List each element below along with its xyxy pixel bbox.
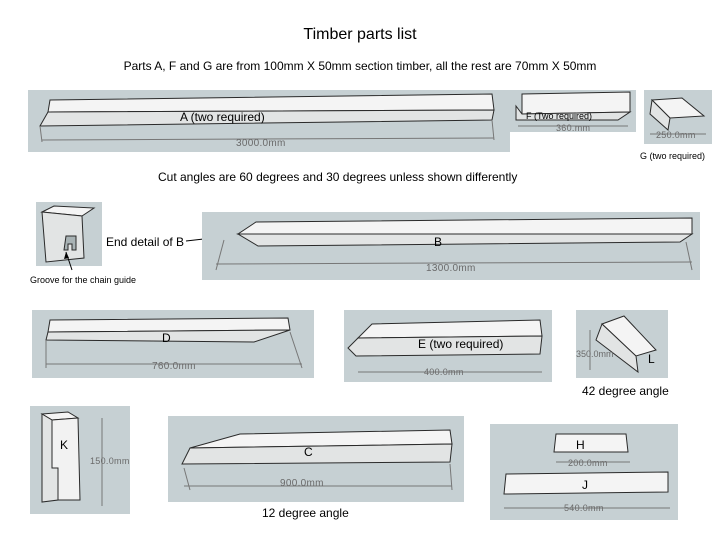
part-l-panel: 350.0mm L — [576, 310, 668, 378]
part-e-label: E (two required) — [418, 337, 504, 351]
part-f-dimension: 360.mm — [556, 123, 591, 133]
part-h-dimension: 200.0mm — [568, 458, 608, 468]
part-l-angle-note: 42 degree angle — [582, 384, 669, 398]
part-hj-panel: H 200.0mm J 540.0mm — [490, 424, 678, 520]
part-e-drawing — [347, 319, 543, 373]
part-c-dimension: 900.0mm — [280, 478, 324, 489]
part-e-dimension: 400.0mm — [424, 367, 464, 377]
part-g-drawing — [649, 97, 706, 135]
part-f-panel: F (Two required) 360.mm — [508, 90, 636, 133]
part-a-drawing — [39, 93, 495, 143]
end-detail-label: End detail of B — [106, 235, 185, 249]
part-hj-drawing — [503, 433, 670, 509]
part-d-dimension: 760.0mm — [152, 361, 196, 372]
end-detail-drawing — [40, 205, 96, 263]
part-l-label: L — [648, 352, 655, 366]
part-d-drawing — [45, 317, 303, 369]
part-g-panel: 250.0mm — [644, 90, 712, 144]
end-detail-panel — [36, 202, 102, 266]
part-k-dimension: 150.0mm — [90, 456, 130, 466]
part-k-drawing — [40, 411, 103, 506]
part-c-angle-note: 12 degree angle — [262, 506, 349, 520]
groove-note: Groove for the chain guide — [30, 275, 137, 285]
part-c-panel: C 900.0mm — [168, 416, 464, 502]
part-e-panel: E (two required) 400.0mm — [344, 310, 552, 382]
part-j-dimension: 540.0mm — [564, 503, 604, 513]
part-l-drawing — [589, 315, 657, 374]
part-d-panel: D 760.0mm — [32, 310, 314, 378]
part-g-label: G (two required) — [640, 151, 706, 161]
part-k-label: K — [60, 438, 69, 452]
section-note: Parts A, F and G are from 100mm X 50mm s… — [123, 59, 597, 73]
page-title: Timber parts list — [303, 26, 417, 43]
part-b-drawing — [215, 217, 694, 271]
part-a-label: A (two required) — [180, 110, 265, 124]
part-a-dimension: 3000.0mm — [236, 138, 286, 149]
part-h-label: H — [576, 438, 585, 452]
part-j-label: J — [582, 478, 588, 492]
part-a-panel: A (two required) 3000.0mm — [28, 90, 510, 152]
part-f-label: F (Two required) — [526, 111, 593, 121]
cut-angles-note: Cut angles are 60 degrees and 30 degrees… — [158, 170, 518, 184]
part-l-dimension: 350.0mm — [576, 349, 614, 359]
part-k-panel: K 150.0mm — [30, 406, 130, 514]
part-g-dimension: 250.0mm — [656, 130, 696, 140]
part-c-drawing — [181, 429, 453, 491]
part-b-panel: B 1300.0mm — [202, 212, 700, 280]
part-b-label: B — [434, 235, 443, 249]
part-c-label: C — [304, 445, 313, 459]
part-b-dimension: 1300.0mm — [426, 263, 476, 274]
part-f-drawing — [515, 91, 632, 127]
part-d-label: D — [162, 331, 171, 345]
